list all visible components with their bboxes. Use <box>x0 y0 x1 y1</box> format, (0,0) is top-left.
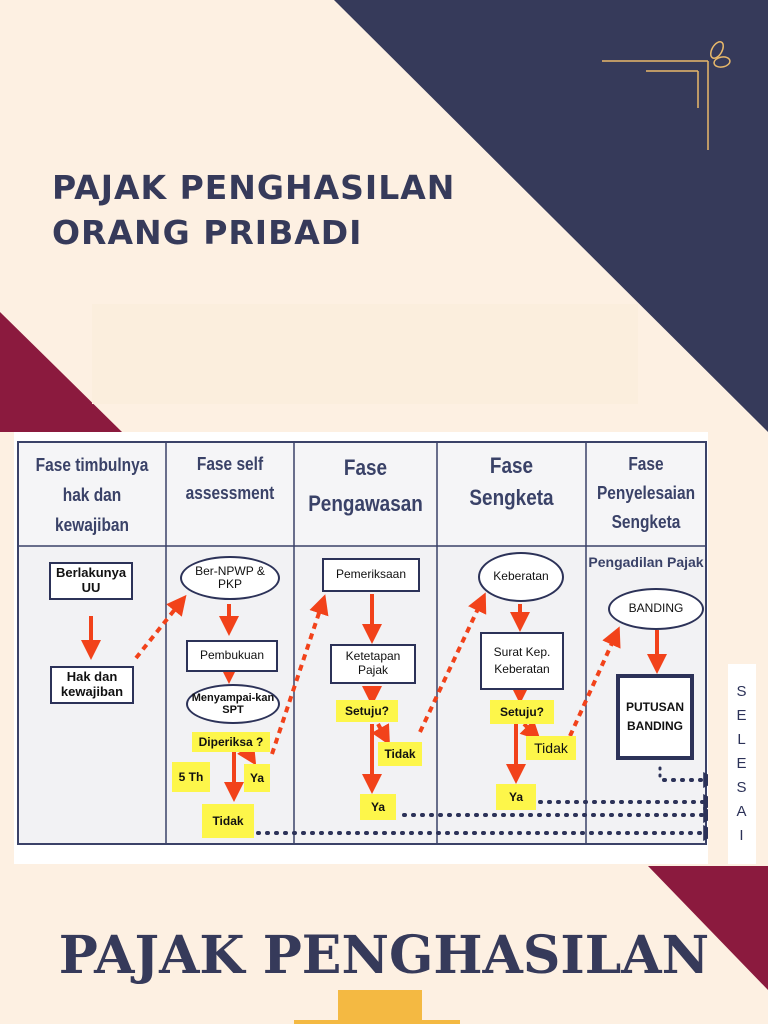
selesai-letter: S <box>736 683 748 700</box>
bottom-title: PAJAK PENGHASILAN <box>58 925 710 986</box>
selesai-letter: S <box>736 779 748 796</box>
selesai-label: S E L E S A I <box>728 664 756 864</box>
bottom-accent-base <box>294 1020 460 1024</box>
diagram-lines <box>17 441 708 845</box>
box-ketetapan-pajak: Ketetapan Pajak <box>330 644 416 684</box>
maroon-triangle-right <box>648 866 768 990</box>
header-col-4: Fase Sengketa <box>469 453 554 510</box>
oval-menyampaikan-spt: Menyampai-kan SPT <box>186 684 280 724</box>
label-ya-col2: Ya <box>244 764 270 792</box>
oval-keberatan: Keberatan <box>478 552 564 602</box>
tax-process-diagram: Fase timbulnya hak dan kewajiban Fase se… <box>14 432 708 864</box>
box-pemeriksaan: Pemeriksaan <box>322 558 420 592</box>
header-col-3: Fase Pengawasan <box>308 455 423 516</box>
label-5-th: 5 Th <box>172 762 210 792</box>
header-col-1: Fase timbulnya hak dan kewajiban <box>35 455 149 535</box>
label-tidak-col3: Tidak <box>378 742 422 766</box>
oval-banding: BANDING <box>608 588 704 630</box>
oval-ber-npwp: Ber-NPWP & PKP <box>180 556 280 600</box>
slide-title-line1: PAJAK PENGHASILAN <box>52 168 456 207</box>
blank-panel <box>92 304 638 404</box>
label-ya-col3: Ya <box>360 794 396 820</box>
box-pembukuan: Pembukuan <box>186 640 278 672</box>
box-hak-dan-kewajiban: Hak dan kewajiban <box>50 666 134 704</box>
box-putusan-banding: PUTUSAN BANDING <box>616 674 694 760</box>
header-col-2: Fase self assessment <box>185 454 275 503</box>
box-surat-kep-keberatan: Surat Kep. Keberatan <box>480 632 564 690</box>
label-diperiksa: Diperiksa ? <box>192 732 270 752</box>
maroon-triangle-left <box>0 312 122 432</box>
navy-triangle <box>334 0 768 432</box>
selesai-letter: L <box>737 731 747 748</box>
selesai-letter: I <box>739 827 745 844</box>
label-tidak-col4: Tidak <box>526 736 576 760</box>
selesai-letter: E <box>736 707 748 724</box>
label-ya-col4: Ya <box>496 784 536 810</box>
label-tidak-col2: Tidak <box>202 804 254 838</box>
label-setuju-col3: Setuju? <box>336 700 398 722</box>
selesai-letter: A <box>736 803 748 820</box>
selesai-letter: E <box>736 755 748 772</box>
box-berlakunya-uu: Berlakunya UU <box>49 562 133 600</box>
label-setuju-col4: Setuju? <box>490 700 554 724</box>
label-pengadilan-pajak: Pengadilan Pajak <box>588 554 704 570</box>
bottom-accent-tab <box>338 990 422 1024</box>
leaf-ornament <box>602 41 731 150</box>
header-col-5: Fase Penyelesaian Sengketa <box>596 454 696 532</box>
slide-title-line2: ORANG PRIBADI <box>52 213 363 252</box>
